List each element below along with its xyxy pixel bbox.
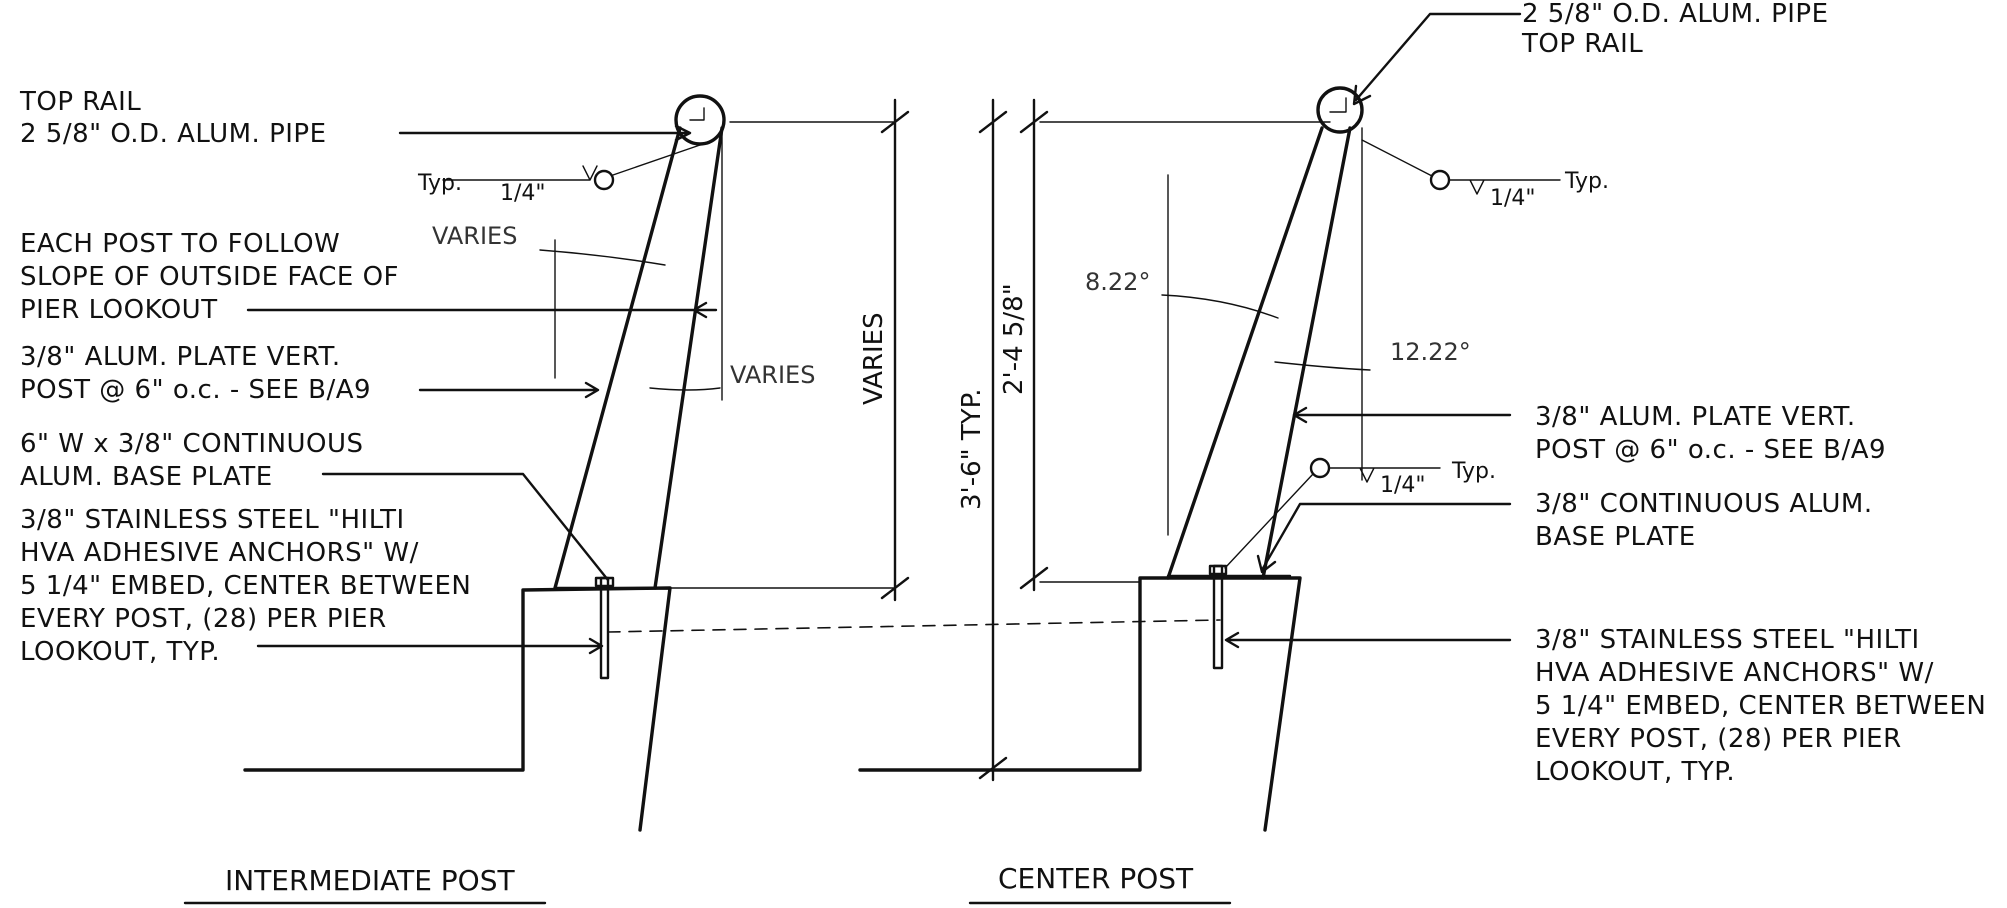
label-anchor-left-3: 5 1/4" EMBED, CENTER BETWEEN bbox=[20, 571, 471, 601]
label-plate-left-2: POST @ 6" o.c. - SEE B/A9 bbox=[20, 375, 371, 405]
weld-symbol-right-top bbox=[1449, 179, 1561, 195]
pier-outline-left bbox=[243, 586, 672, 832]
intermediate-post-detail: TOP RAIL 2 5/8" O.D. ALUM. PIPE Typ. 1/4… bbox=[19, 87, 1221, 905]
post-left bbox=[553, 126, 724, 590]
label-varies-mid: VARIES bbox=[730, 361, 815, 389]
label-plate-right-2: POST @ 6" o.c. - SEE B/A9 bbox=[1535, 435, 1886, 465]
slope-line bbox=[607, 619, 1221, 633]
post-right bbox=[1166, 126, 1352, 580]
leader-base-right bbox=[1256, 502, 1512, 574]
top-rail-pipe-right bbox=[1316, 86, 1364, 134]
label-each-post-3: PIER LOOKOUT bbox=[20, 295, 218, 325]
label-pipe-right-1: 2 5/8" O.D. ALUM. PIPE bbox=[1522, 0, 1829, 29]
label-weld-right-low: 1/4" bbox=[1380, 473, 1426, 498]
dim-varies: VARIES bbox=[859, 312, 889, 405]
label-anchor-left-4: EVERY POST, (28) PER PIER bbox=[20, 604, 387, 634]
leader-base-left bbox=[321, 472, 610, 582]
leader-plate-right bbox=[1292, 406, 1512, 424]
leader-top-rail-left bbox=[398, 124, 692, 142]
label-typ-left: Typ. bbox=[417, 171, 462, 196]
dim-line-overall bbox=[978, 98, 1008, 782]
dimension-strings: VARIES 3'-6" TYP. 2'-4 5/8" bbox=[669, 98, 1331, 782]
title-center-post: CENTER POST bbox=[998, 862, 1194, 895]
leader-anchor-left bbox=[256, 637, 604, 655]
label-top-rail-left-1: TOP RAIL bbox=[19, 87, 141, 117]
weld-symbol-right-low bbox=[1329, 467, 1441, 483]
label-anchor-right-4: EVERY POST, (28) PER PIER bbox=[1535, 724, 1902, 754]
label-pipe-right-2: TOP RAIL bbox=[1521, 29, 1643, 59]
label-typ-right-top: Typ. bbox=[1564, 169, 1609, 194]
weld-symbol-left bbox=[442, 165, 598, 181]
label-typ-right-low: Typ. bbox=[1451, 459, 1496, 484]
title-intermediate-post: INTERMEDIATE POST bbox=[225, 864, 515, 897]
label-base-left-1: 6" W x 3/8" CONTINUOUS bbox=[20, 429, 364, 459]
label-weld-left: 1/4" bbox=[500, 181, 546, 206]
dim-line-inner bbox=[1019, 98, 1049, 592]
leader-plate-left bbox=[418, 381, 600, 399]
anchor-bolt-right bbox=[1212, 564, 1224, 670]
label-anchor-right-2: HVA ADHESIVE ANCHORS" W/ bbox=[1535, 658, 1934, 688]
label-weld-right-top: 1/4" bbox=[1490, 186, 1536, 211]
label-top-rail-left-2: 2 5/8" O.D. ALUM. PIPE bbox=[20, 119, 327, 149]
label-base-left-2: ALUM. BASE PLATE bbox=[20, 462, 273, 492]
label-anchor-right-5: LOOKOUT, TYP. bbox=[1535, 757, 1735, 787]
label-anchor-right-3: 5 1/4" EMBED, CENTER BETWEEN bbox=[1535, 691, 1986, 721]
leader-anchor-right bbox=[1224, 631, 1512, 649]
label-base-right-2: BASE PLATE bbox=[1535, 522, 1696, 552]
label-each-post-1: EACH POST TO FOLLOW bbox=[20, 229, 340, 259]
leader-pipe-right bbox=[1352, 12, 1522, 106]
label-anchor-left-5: LOOKOUT, TYP. bbox=[20, 637, 220, 667]
label-each-post-2: SLOPE OF OUTSIDE FACE OF bbox=[20, 262, 399, 292]
dim-overall: 3'-6" TYP. bbox=[957, 389, 987, 511]
label-angle-2: 12.22° bbox=[1390, 338, 1471, 366]
label-angle-1: 8.22° bbox=[1085, 268, 1150, 296]
pier-outline-right bbox=[858, 576, 1302, 832]
center-post-detail: 2 5/8" O.D. ALUM. PIPE TOP RAIL 1/4" Typ… bbox=[858, 0, 1986, 905]
anchor-bolt-left bbox=[599, 576, 610, 680]
label-varies-top: VARIES bbox=[432, 222, 517, 250]
dim-line-varies bbox=[880, 98, 910, 602]
label-anchor-right-1: 3/8" STAINLESS STEEL "HILTI bbox=[1535, 625, 1920, 655]
label-plate-right-1: 3/8" ALUM. PLATE VERT. bbox=[1535, 402, 1856, 432]
label-plate-left-1: 3/8" ALUM. PLATE VERT. bbox=[20, 342, 341, 372]
dim-inner: 2'-4 5/8" bbox=[999, 283, 1029, 395]
label-anchor-left-1: 3/8" STAINLESS STEEL "HILTI bbox=[20, 505, 405, 535]
top-rail-pipe-left bbox=[674, 94, 726, 146]
leader-each-post bbox=[246, 301, 718, 319]
label-anchor-left-2: HVA ADHESIVE ANCHORS" W/ bbox=[20, 538, 419, 568]
label-base-right-1: 3/8" CONTINUOUS ALUM. bbox=[1535, 489, 1873, 519]
